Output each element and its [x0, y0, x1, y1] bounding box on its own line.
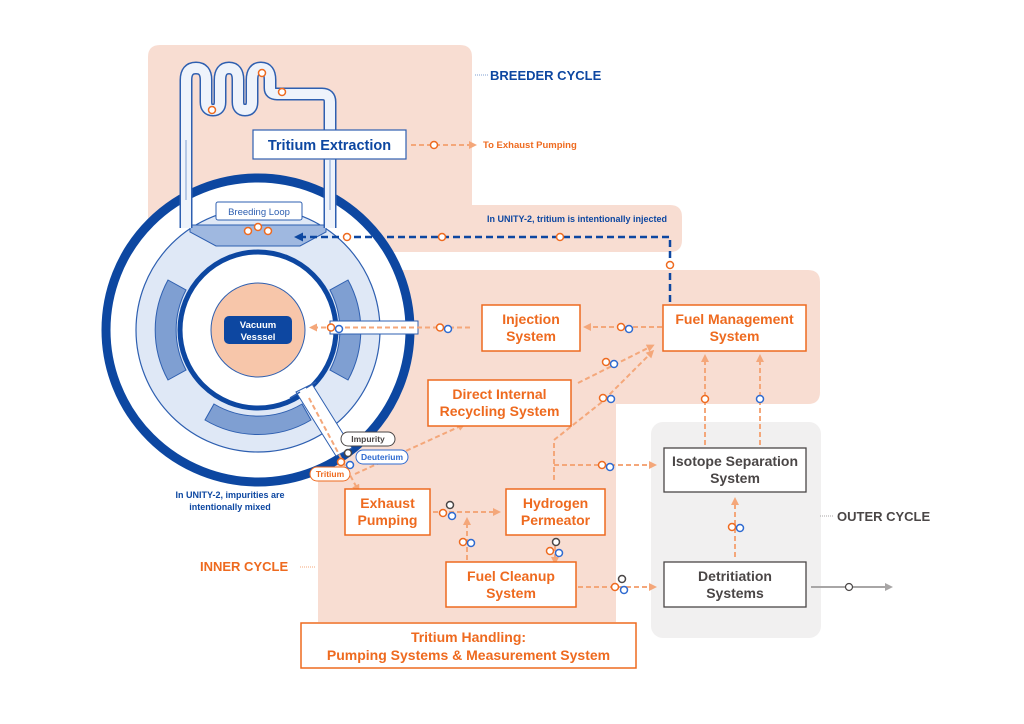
tritium-extraction-node[interactable]: Tritium Extraction	[252, 129, 407, 160]
hydrogen-permeator-node[interactable]: Hydrogen Permeator	[505, 488, 606, 536]
exhaust-pipe	[289, 381, 466, 493]
impurities-note-1: In UNITY-2, impurities are	[175, 490, 284, 500]
vacuum-vessel-label-2: Vesssel	[241, 332, 276, 343]
exhaust-output-arrow	[811, 582, 893, 592]
detritiation-label-2: Systems	[706, 585, 764, 601]
outer-cycle-label: OUTER CYCLE	[837, 509, 931, 524]
fuel-management-node[interactable]: Fuel Management System	[662, 304, 807, 352]
flow-particles	[438, 322, 765, 595]
injection-system-node[interactable]: Injection System	[481, 304, 581, 352]
handling-label-1: Tritium Handling:	[411, 629, 526, 645]
isotope-label-1: Isotope Separation	[672, 453, 798, 469]
dirs-label-1: Direct Internal	[452, 386, 546, 402]
vacuum-vessel[interactable]: Vacuum Vesssel	[224, 316, 292, 344]
deuterium-tag: Deuterium	[355, 449, 409, 465]
tritium-injected-note: In UNITY-2, tritium is intentionally inj…	[487, 214, 667, 224]
breeder-cycle-label: BREEDER CYCLE	[490, 68, 602, 83]
flow-arrows	[433, 323, 764, 591]
fuel-management-label-2: System	[710, 328, 760, 344]
inner-cycle-label: INNER CYCLE	[200, 559, 288, 574]
breeder-pipe	[179, 61, 337, 228]
vacuum-vessel-label-1: Vacuum	[240, 320, 276, 331]
tritium-injection-line	[294, 232, 675, 302]
to-exhaust-pumping-label: To Exhaust Pumping	[483, 140, 577, 151]
permeator-to-fuel-arrow	[553, 349, 655, 480]
permeator-label-2: Permeator	[521, 512, 591, 528]
inner-cycle-region	[318, 270, 820, 622]
blanket-left	[154, 279, 187, 381]
injection-label-2: System	[506, 328, 556, 344]
detritiation-node[interactable]: Detritiation Systems	[663, 561, 807, 608]
direct-internal-recycling-node[interactable]: Direct Internal Recycling System	[427, 379, 572, 427]
impurity-tag: Impurity	[340, 431, 396, 447]
permeator-label-1: Hydrogen	[523, 495, 588, 511]
exhaust-label-1: Exhaust	[360, 495, 415, 511]
fuel-cleanup-node[interactable]: Fuel Cleanup System	[445, 561, 577, 608]
breeder-particles	[207, 68, 287, 236]
exhaust-pumping-node[interactable]: Exhaust Pumping	[344, 488, 431, 536]
handling-label-2: Pumping Systems & Measurement System	[327, 647, 610, 663]
tritium-handling-node[interactable]: Tritium Handling: Pumping Systems & Meas…	[300, 622, 637, 669]
dirs-label-2: Recycling System	[440, 403, 560, 419]
isotope-separation-node[interactable]: Isotope Separation System	[663, 447, 807, 493]
fuel-management-label-1: Fuel Management	[675, 311, 794, 327]
blanket-bottom	[204, 403, 312, 436]
cleanup-label-1: Fuel Cleanup	[467, 568, 555, 584]
impurities-note-2: intentionally mixed	[189, 502, 271, 512]
breeding-loop-label: Breeding Loop	[228, 207, 290, 218]
to-exhaust-arrow	[411, 140, 477, 150]
cleanup-label-2: System	[486, 585, 536, 601]
tritium-extraction-label: Tritium Extraction	[268, 138, 391, 154]
injection-label-1: Injection	[502, 311, 560, 327]
tritium-label: Tritium	[316, 469, 345, 479]
detritiation-label-1: Detritiation	[698, 568, 772, 584]
breeding-loop[interactable]: Breeding Loop	[215, 201, 303, 221]
tritium-tag: Tritium	[309, 466, 351, 482]
deuterium-label: Deuterium	[361, 452, 403, 462]
exhaust-label-2: Pumping	[358, 512, 418, 528]
impurity-label: Impurity	[351, 434, 385, 444]
isotope-label-2: System	[710, 470, 760, 486]
injection-pipe	[309, 320, 470, 335]
